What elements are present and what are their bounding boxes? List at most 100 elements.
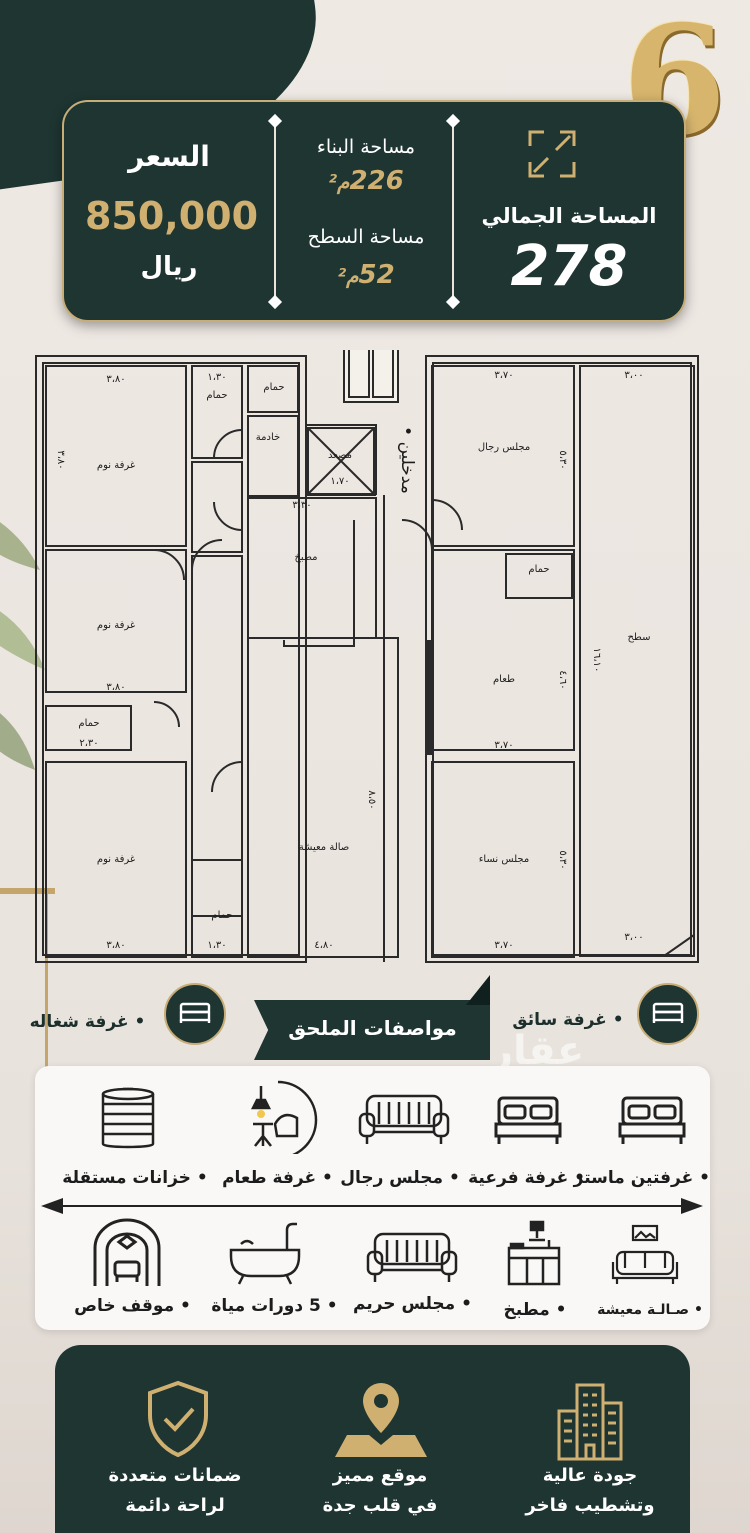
dimension: ٣،٠٠ <box>624 932 643 943</box>
location-pin-icon <box>333 1379 429 1459</box>
room-label: غرفة نوم <box>97 854 135 865</box>
area-unit: م² <box>337 264 359 288</box>
location-text: موقع مميز في قلب جدة <box>295 1461 465 1521</box>
dimension: ٤،٦٠ <box>557 670 568 689</box>
room-label: حمام <box>263 382 284 393</box>
total-area-label: المساحة الجمالي <box>481 204 657 228</box>
building-area-value: 226 <box>349 166 404 196</box>
dimension: ١،٣٠ <box>207 940 226 951</box>
currency: ريال <box>140 252 198 282</box>
feature-label: • مطبخ <box>503 1300 567 1320</box>
building-icon <box>555 1381 625 1463</box>
floor-plan: غرفة نوم غرفة نوم غرفة نوم حمام حمام حما… <box>34 339 700 965</box>
room-label: طعام <box>493 674 515 685</box>
room-label: غرفة نوم <box>97 460 135 471</box>
room-label: خادمة <box>256 432 280 443</box>
annex-title: مواصفات الملحق <box>288 1016 457 1040</box>
dimension: ٣،٨٠ <box>106 940 125 951</box>
room-label: مصعد <box>328 450 352 461</box>
building-area-label: مساحة البناء <box>316 136 416 158</box>
separator-arrow <box>41 1198 63 1214</box>
bottom-panel: ضمانات متعددة لراحة دائمة موقع مميز في ق… <box>55 1345 690 1533</box>
dimension: ٣،٨٠ <box>106 682 125 693</box>
dimension: ٢،٣٠ <box>79 738 98 749</box>
dimension: ٤،٨٠ <box>314 940 333 951</box>
quality-line1: جودة عالية <box>542 1465 638 1486</box>
building-area: 226م² <box>286 166 446 196</box>
divider <box>452 122 454 302</box>
maid-room-item: • غرفة شغاله <box>29 1012 146 1032</box>
driver-room-item: • غرفة سائق <box>512 1010 624 1030</box>
bed-icon <box>652 1002 684 1023</box>
divider-cap <box>445 113 461 129</box>
room-label: مجلس رجال <box>478 442 530 453</box>
dimension: ١٦،١٠ <box>591 648 602 673</box>
garage-icon <box>91 1218 163 1290</box>
price-label: السعر <box>128 140 210 173</box>
feature-label: • غرفة طعام <box>222 1168 333 1188</box>
dimension: ٥،٣٠ <box>557 850 568 869</box>
divider-cap <box>267 113 283 129</box>
room-label: سطح <box>627 632 650 643</box>
total-area-value: 278 <box>510 234 628 299</box>
dimension: ٥،٣٠ <box>557 450 568 469</box>
feature-label: • غرفة فرعية <box>468 1168 585 1188</box>
features-card: • غرفتين ماستر • غرفة فرعية • مجلس رجال … <box>35 1066 710 1330</box>
dining-icon <box>235 1078 321 1160</box>
dimension: ٣،٧٠ <box>494 940 513 951</box>
guarantee-line1: ضمانات متعددة <box>108 1465 242 1486</box>
location-line2: في قلب جدة <box>322 1495 438 1516</box>
room-label: حمام <box>211 910 232 921</box>
dimension: ٣،٧٠ <box>494 370 513 381</box>
guarantee-text: ضمانات متعددة لراحة دائمة <box>85 1461 265 1521</box>
feature-label: • خزانات مستقلة <box>62 1168 208 1188</box>
side-table-decoration <box>0 880 60 1080</box>
feature-label: • 5 دورات مياة <box>211 1296 338 1316</box>
expand-arrows-icon <box>526 128 578 180</box>
feature-label: • مجلس رجال <box>340 1168 460 1188</box>
divider-cap <box>267 294 283 310</box>
price-value: 850,000 <box>84 194 259 238</box>
kitchen-icon <box>499 1218 569 1288</box>
room-label: غرفة نوم <box>97 620 135 631</box>
dimension: ٣،٠٠ <box>624 370 643 381</box>
dimension: ١،٣٠ <box>207 372 226 383</box>
divider <box>274 122 276 302</box>
sofa-icon <box>365 1226 459 1286</box>
roof-area-value: 52 <box>358 260 395 290</box>
roof-area: 52م² <box>286 260 446 290</box>
room-label: صالة معيشة <box>299 842 350 853</box>
feature-label: • غرفتين ماستر <box>573 1168 710 1188</box>
dimension: ١،٧٠ <box>330 476 349 487</box>
bathtub-icon <box>225 1220 305 1288</box>
maid-room-badge <box>164 983 226 1045</box>
annex-ribbon <box>254 1000 490 1060</box>
room-label: حمام <box>528 564 549 575</box>
dimension: ٣،٨٠ <box>106 374 125 385</box>
bed-icon <box>617 1088 687 1148</box>
driver-room-badge <box>637 983 699 1045</box>
ribbon-fold <box>466 975 490 1005</box>
dimension: ٨،٥٠ <box>366 790 377 809</box>
sofa-icon <box>357 1088 451 1148</box>
dimension: ٣،٣٠ <box>292 500 311 511</box>
divider-cap <box>445 294 461 310</box>
room-label: حمام <box>78 718 99 729</box>
guarantee-line2: لراحة دائمة <box>125 1495 225 1516</box>
summary-panel: السعر 850,000 ريال مساحة البناء 226م² مس… <box>62 100 686 322</box>
living-room-icon <box>609 1222 681 1290</box>
dimension: ٣،٧٠ <box>494 740 513 751</box>
entrance-label: • مدخلين <box>397 426 417 494</box>
bed-icon <box>179 1002 211 1023</box>
feature-label: • صـالـة معيشة <box>597 1302 703 1318</box>
room-label: مجلس نساء <box>479 854 530 865</box>
room-label: حمام <box>206 390 227 401</box>
bed-icon <box>493 1088 563 1148</box>
room-label: مطبخ <box>294 552 317 563</box>
separator-arrow <box>681 1198 703 1214</box>
water-tank-icon <box>97 1086 159 1154</box>
feature-label: • موقف خاص <box>74 1296 191 1316</box>
plant-decoration <box>0 470 50 800</box>
feature-label: • مجلس حريم <box>353 1294 472 1314</box>
location-line1: موقع مميز <box>332 1465 428 1486</box>
